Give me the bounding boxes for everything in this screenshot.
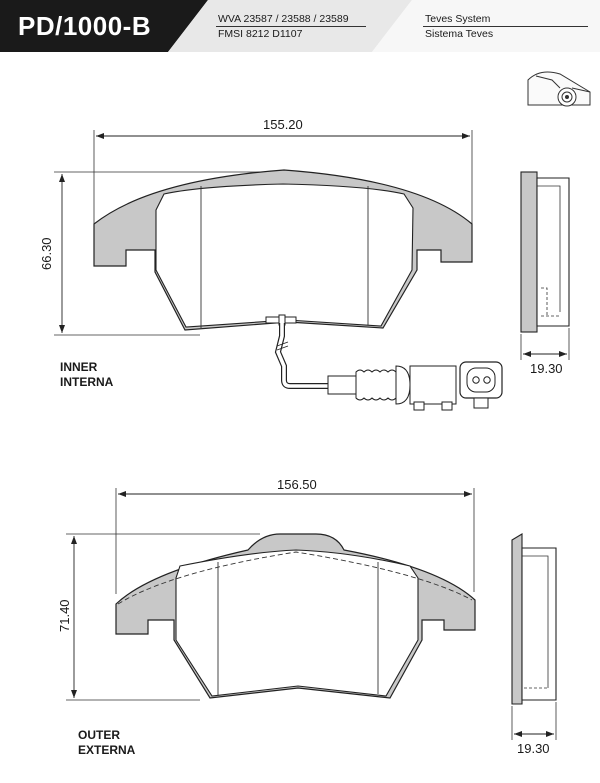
inner-pad-side-view [520, 171, 570, 360]
outer-label-es: EXTERNA [78, 743, 136, 757]
system-label-es: Sistema Teves [425, 28, 494, 40]
reference-fmsi: FMSI 8212 D1107 [218, 28, 303, 40]
inner-label-es: INTERNA [60, 375, 114, 389]
inner-thickness-dimension: 19.30 [530, 361, 563, 376]
outer-pad-side-view [511, 533, 557, 740]
car-front-wheel-icon [527, 71, 591, 107]
inner-height-dimension: 66.30 [39, 237, 54, 270]
outer-pad-friction-material [175, 549, 419, 697]
header-divider [423, 26, 588, 27]
part-code: PD/1000-B [18, 11, 152, 41]
inner-label-en: INNER [60, 360, 98, 374]
outer-width-dimension: 156.50 [277, 477, 317, 492]
reference-wva: WVA 23587 / 23588 / 23589 [218, 13, 349, 25]
outer-height-dimension: 71.40 [57, 599, 72, 632]
inner-label: INNER INTERNA [60, 360, 113, 390]
system-label-en: Teves System [425, 13, 491, 25]
header-divider [216, 26, 366, 27]
outer-label-en: OUTER [78, 728, 120, 742]
inner-pad-friction-material [155, 183, 414, 328]
outer-thickness-dimension: 19.30 [517, 741, 550, 756]
outer-label: OUTER EXTERNA [78, 728, 135, 758]
inner-width-dimension: 155.20 [263, 117, 303, 132]
header-bar: PD/1000-B WVA 23587 / 23588 / 23589 FMSI… [0, 0, 600, 52]
wear-sensor-icon [265, 314, 503, 411]
